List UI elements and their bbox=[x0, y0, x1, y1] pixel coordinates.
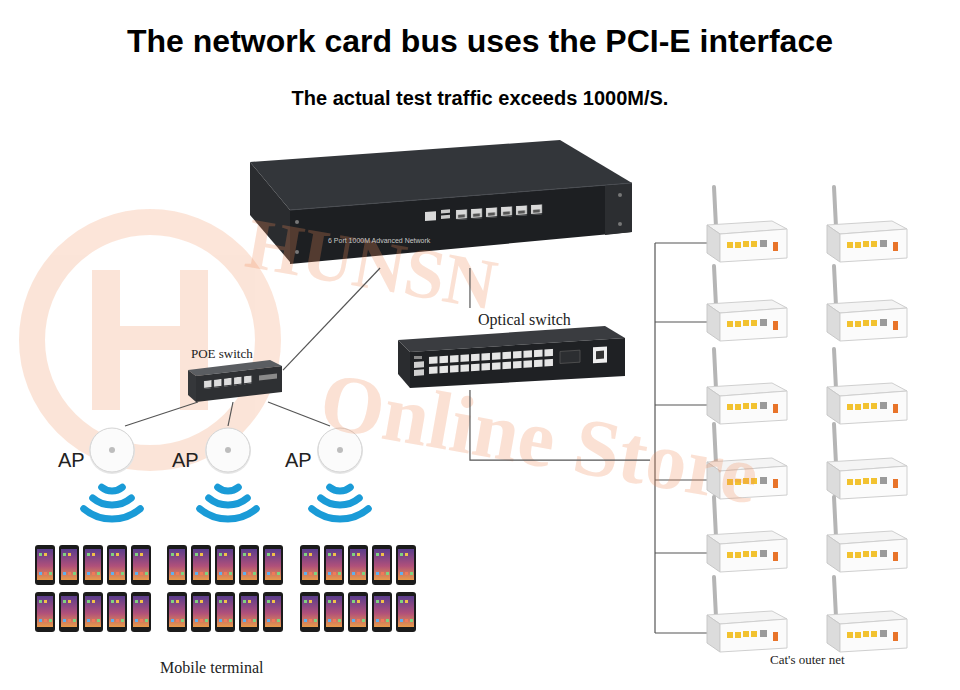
watermark-text: Online Store bbox=[313, 352, 766, 526]
access-point-node: AP bbox=[285, 426, 364, 476]
watermark-logo bbox=[32, 222, 268, 458]
connector-line bbox=[228, 402, 233, 426]
wifi-signal bbox=[84, 487, 369, 519]
terminal-group: Mobile terminal bbox=[30, 540, 420, 685]
device-name: AP bbox=[285, 448, 312, 472]
device-name: AP bbox=[58, 448, 85, 472]
access-point-node: AP bbox=[172, 426, 252, 476]
connector-line bbox=[283, 268, 380, 370]
subtitle: The actual test traffic exceeds 1000M/S. bbox=[0, 86, 960, 110]
router-appliance-node: 6 Port 1000M Advanced Network bbox=[248, 140, 632, 268]
connector-line bbox=[125, 402, 198, 426]
mobile-phones bbox=[35, 545, 416, 632]
optical-switch-node: Optical switch bbox=[390, 308, 628, 390]
device-name: Optical switch bbox=[478, 310, 571, 329]
modem-devices bbox=[707, 187, 907, 652]
group-name: Cat's outer net bbox=[770, 652, 845, 668]
poe-switch-node: POE switch bbox=[183, 344, 283, 402]
outer-net-group: Cat's outer net bbox=[650, 200, 925, 672]
device-label: 6 Port 1000M Advanced Network bbox=[328, 237, 430, 245]
watermark-text: HUNSN bbox=[240, 200, 503, 329]
device-name: AP bbox=[172, 448, 199, 472]
connector-line bbox=[469, 268, 470, 308]
group-name: Mobile terminal bbox=[160, 658, 264, 677]
access-point-node: AP bbox=[58, 426, 137, 476]
device-name: POE switch bbox=[191, 346, 253, 362]
connector-line bbox=[268, 402, 330, 426]
page-title: The network card bus uses the PCI-E inte… bbox=[0, 22, 960, 60]
connector-line bbox=[470, 390, 650, 460]
poe-switch-device bbox=[188, 360, 282, 402]
